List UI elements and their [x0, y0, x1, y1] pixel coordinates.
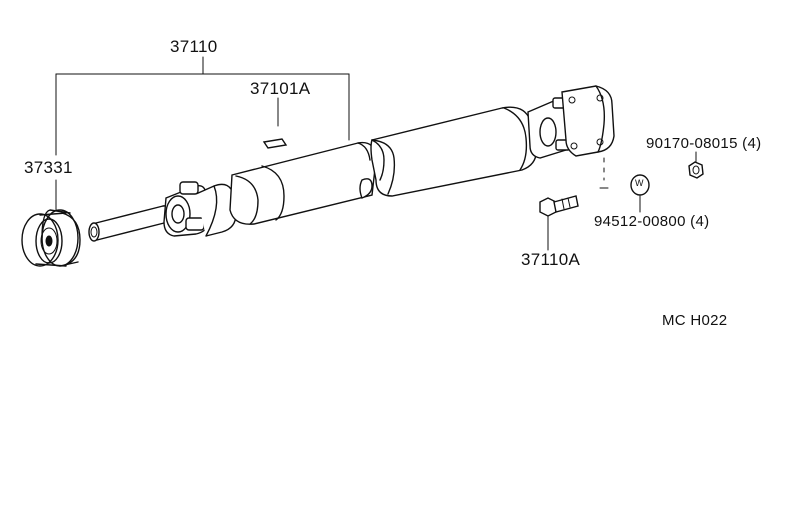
balance-weight[interactable]	[262, 138, 288, 149]
front-slip-shaft[interactable]	[88, 205, 173, 242]
washer-glyph: W	[635, 178, 644, 188]
flange-nut[interactable]	[688, 151, 704, 179]
label-yoke-bolt: 37110A	[521, 250, 581, 269]
label-drawing-code: MC H022	[662, 312, 728, 329]
label-propeller-shaft-assy: 37110	[170, 37, 218, 56]
front-universal-joint[interactable]	[163, 181, 237, 237]
washer[interactable]	[630, 174, 650, 213]
assembly-bracket	[55, 56, 350, 215]
rear-tube[interactable]	[370, 106, 537, 197]
label-balance-weight: 37101A	[250, 79, 311, 98]
label-washer: 94512-00800 (4)	[594, 213, 710, 230]
center-bearing[interactable]	[21, 209, 81, 267]
label-center-bearing: 37331	[24, 158, 73, 177]
yoke-bolt[interactable]	[539, 195, 579, 251]
label-flange-nut: 90170-08015 (4)	[646, 135, 762, 152]
front-tube[interactable]	[229, 141, 377, 225]
rear-universal-joint[interactable]	[527, 85, 615, 159]
